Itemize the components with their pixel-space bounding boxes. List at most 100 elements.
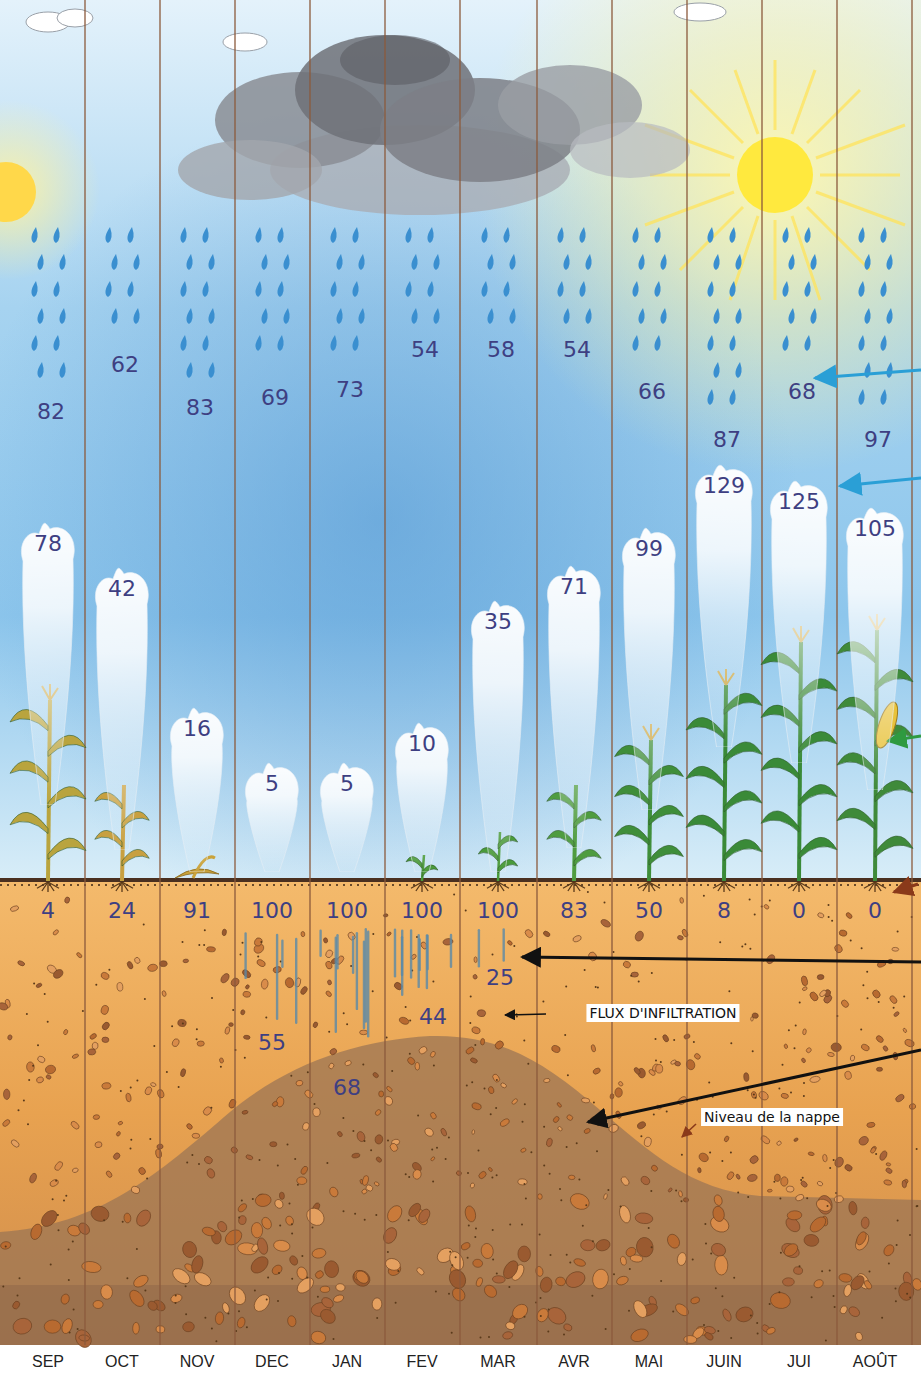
rain-drop [405,281,411,297]
root [799,882,810,888]
pebble [676,1252,687,1266]
pebble [805,1047,812,1054]
pebble [855,1230,869,1246]
plume-shape [95,568,148,850]
pebble [673,1302,690,1318]
pebble [477,1009,486,1017]
pebble [499,1118,511,1128]
infiltration-streak [426,936,428,969]
pebble [524,928,535,939]
soil-grain [220,1066,222,1068]
plume-shape [545,564,603,848]
soil-water-value: 0 [868,900,882,922]
leaf [649,845,683,865]
infiltration-streak [418,935,420,987]
plume-value: 5 [340,761,354,795]
root [568,882,574,891]
soil-grain [254,1290,256,1292]
soil-grain [524,1316,526,1318]
pebble [876,1067,882,1071]
soil-grain [289,1202,291,1204]
soil-grain [897,1220,899,1222]
pebble [615,1088,622,1097]
pebble [415,1062,420,1070]
pebble [721,1308,733,1323]
soil-grain [26,1013,28,1015]
soil-grain [409,1020,411,1022]
soil-grain [171,1025,173,1027]
rain-drop [707,227,713,243]
pebble [595,1238,612,1253]
rain-drop [632,227,638,243]
pebble [206,1168,216,1180]
pebble [863,1279,873,1290]
pebble [70,1120,81,1131]
pebble [354,1269,371,1286]
soil-grain [287,1144,289,1146]
soil-grain [675,1190,677,1192]
rain-drop [133,308,139,324]
pebble [10,905,20,912]
soil-water-value: 50 [635,900,663,922]
soil-water-value: 91 [183,900,211,922]
pebble [618,1081,624,1087]
pebble [155,1148,162,1158]
rain-drop [509,308,515,324]
pebble [76,952,83,959]
precipitation-value: 73 [336,379,364,401]
soil-grain [539,1233,541,1235]
soil-grain [375,1214,377,1216]
precipitation-value: 54 [563,339,591,361]
soil-grain [753,1094,755,1096]
soil-grain [433,1064,435,1066]
pebble [202,1105,213,1117]
soil-grain [469,1022,471,1024]
soil-water-value: 24 [108,900,136,922]
pebble [471,1026,481,1034]
pebble [603,1193,608,1199]
soil-grain [294,1158,296,1160]
soil-grain [265,1017,267,1019]
soil-grain [149,1138,151,1140]
infiltration-value: 68 [333,1077,361,1099]
plume-shape [768,479,830,763]
month-label: JUI [787,1354,811,1370]
soil-grain [491,1177,493,1179]
rain-drop [37,308,43,324]
pebble [634,930,645,942]
pebble [124,1213,132,1223]
rain-drop [255,227,261,243]
pebble [245,984,250,990]
pebble [302,1122,310,1131]
root [649,882,660,888]
plume-shape [770,481,827,763]
pebble [488,1086,495,1094]
pebble [656,1064,663,1073]
soil-grain [108,969,110,971]
rain-drop [880,389,886,405]
soil-grain [166,1071,168,1073]
soil-grain [484,1087,486,1089]
rain-drop [788,254,794,270]
soil-grain [198,944,200,946]
soil-grain [566,1146,568,1148]
pebble [130,1185,140,1194]
rain-drop [261,254,267,270]
month-label: NOV [180,1354,215,1370]
soil-grain [467,1257,469,1259]
pebble [726,1171,735,1181]
soil-grain [362,1064,364,1066]
precipitation-value: 83 [186,397,214,419]
soil-grain [143,923,145,925]
soil-grain [277,1165,279,1167]
rain-drop [880,335,886,351]
soil-grain [120,1090,122,1092]
plume-value: 105 [854,506,896,540]
pebble [747,1173,758,1182]
pebble [303,1205,327,1229]
pebble [793,1137,798,1142]
pebble [347,931,357,941]
plume-value: 78 [34,521,62,555]
rain-drop [202,227,208,243]
infiltration-streak [394,930,396,976]
